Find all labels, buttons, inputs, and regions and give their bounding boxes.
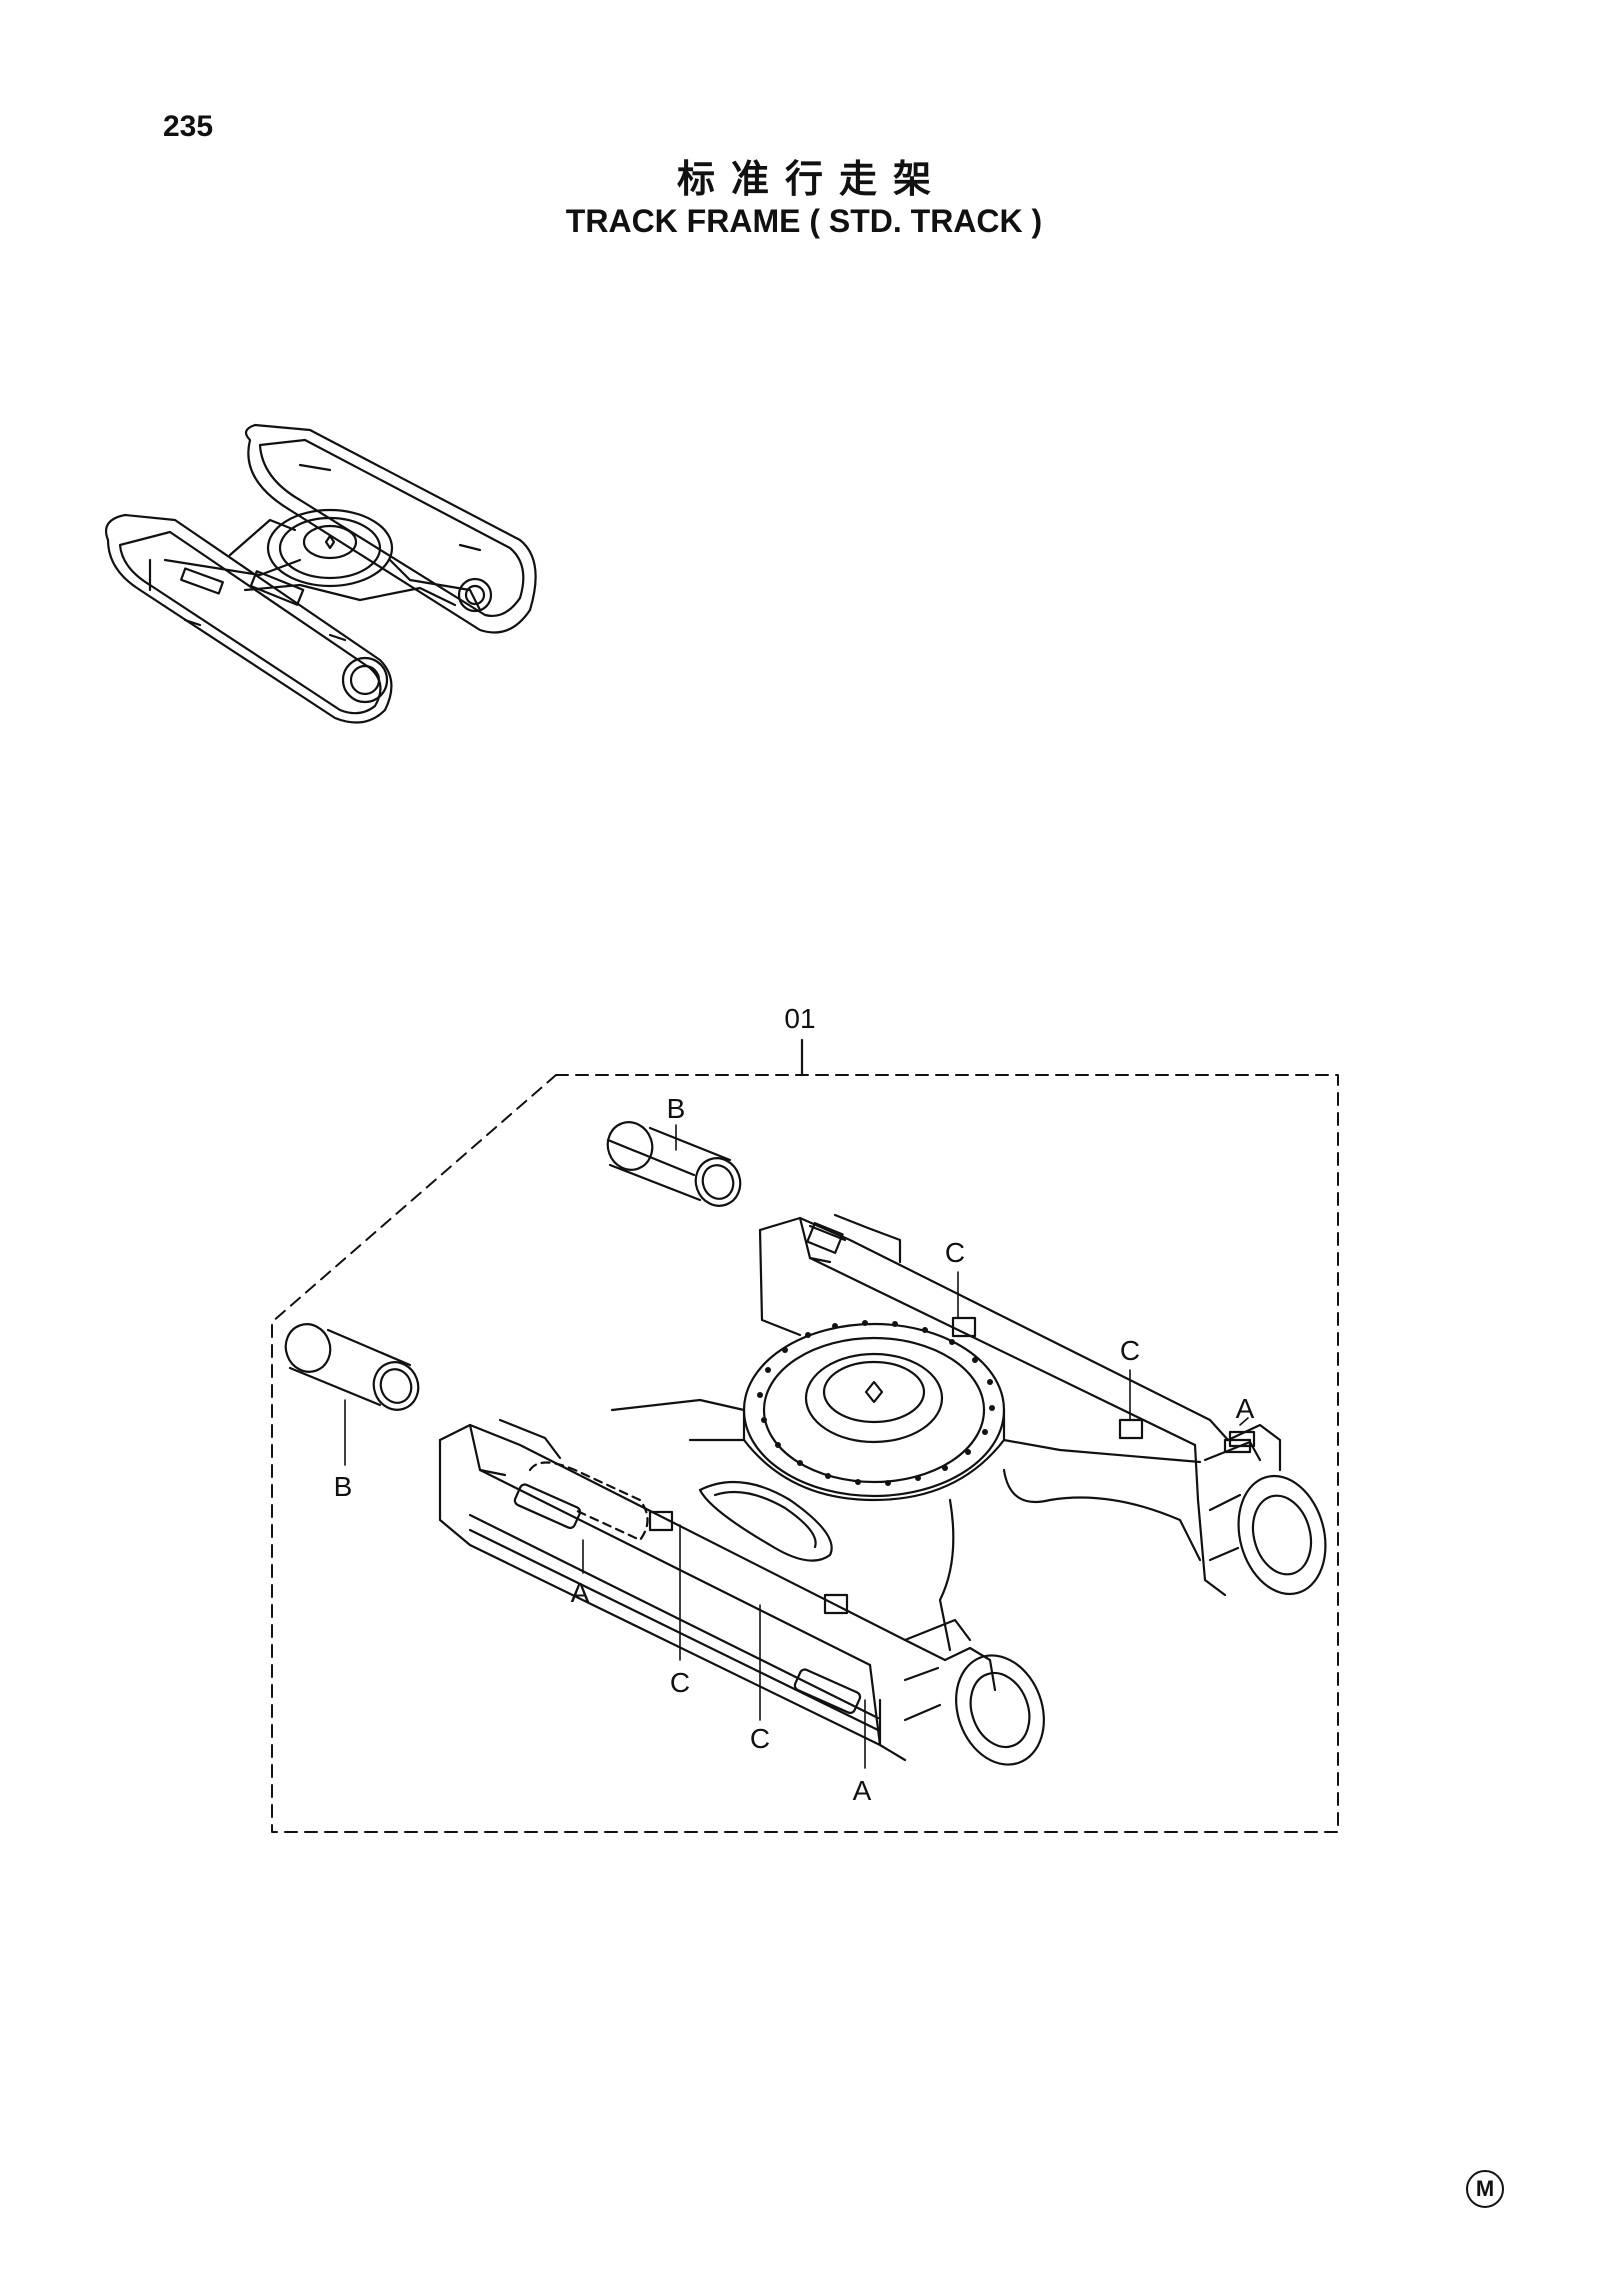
callout-c-rear-2: C [1120, 1335, 1140, 1366]
part-boundary [271, 1074, 1339, 1833]
circled-m-mark: M [1466, 2170, 1504, 2208]
pin-front [284, 1323, 420, 1411]
callout-c-front-1: C [670, 1667, 690, 1698]
title-chinese: 标准行走架 [676, 157, 947, 201]
leader-lines [344, 1124, 1249, 1769]
overview-track-illustration [104, 423, 537, 724]
pin-rear [606, 1121, 742, 1207]
callout-c-rear-1: C [945, 1237, 965, 1268]
callout-a-front-2: A [853, 1775, 872, 1806]
part-number-label: 01 [784, 1003, 815, 1034]
callout-a-rear: A [1236, 1393, 1255, 1424]
page-number: 235 [163, 110, 214, 143]
callout-b-front: B [334, 1471, 353, 1502]
title-english: TRACK FRAME ( STD. TRACK ) [565, 203, 1043, 239]
callout-c-front-2: C [750, 1723, 770, 1754]
track-frame-main [438, 1213, 1327, 1766]
callout-b-rear: B [667, 1093, 686, 1124]
callout-a-front-1: A [571, 1577, 590, 1608]
